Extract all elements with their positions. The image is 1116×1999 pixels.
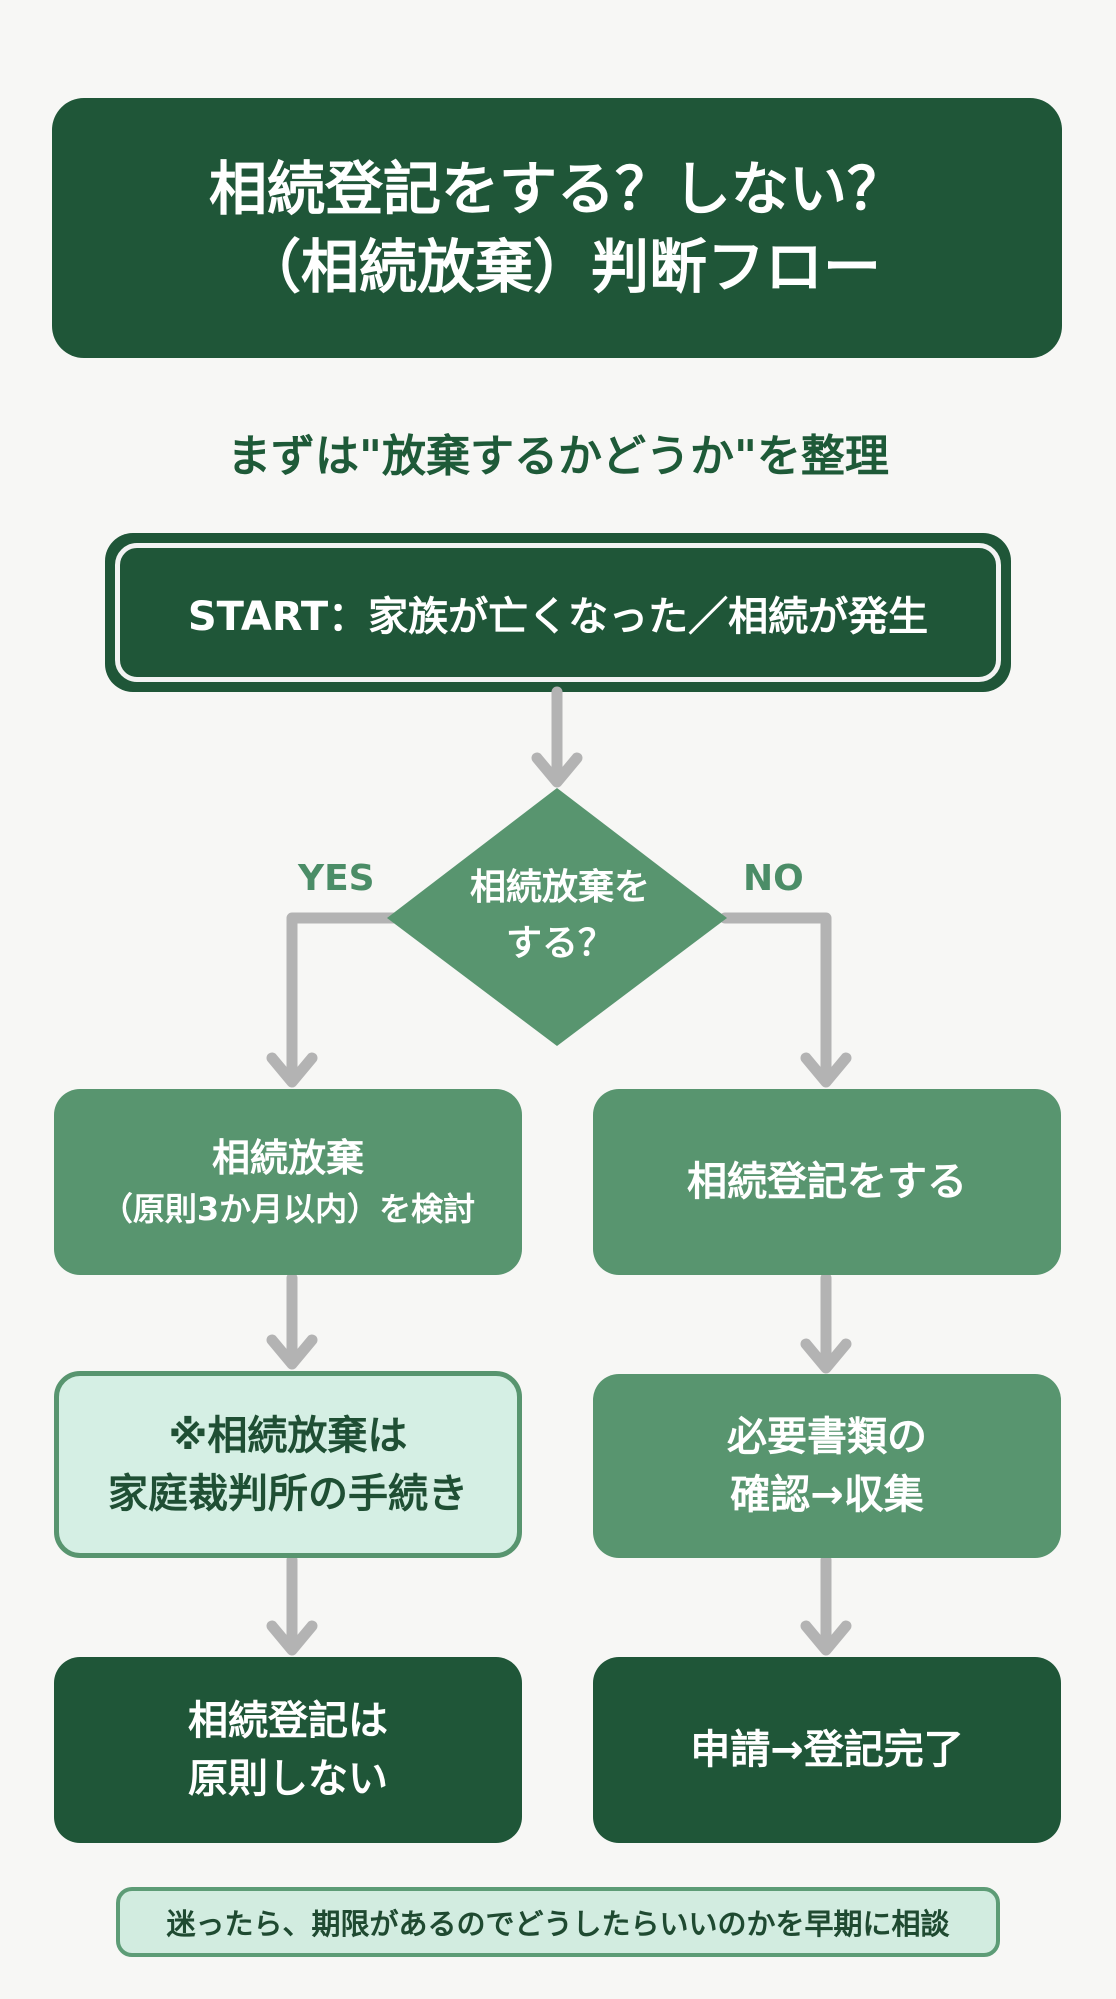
title-banner: 相続登記をする？しない？ （相続放棄）判断フロー	[52, 98, 1062, 358]
no-label: NO	[743, 858, 804, 899]
arrowhead-icon	[266, 1334, 318, 1370]
node-collect-documents: 必要書類の 確認→収集	[593, 1374, 1061, 1558]
arrowhead-icon	[266, 1052, 318, 1088]
arrowhead-icon	[266, 1620, 318, 1656]
arrowhead-icon	[800, 1620, 852, 1656]
start-node: START：家族が亡くなった／相続が発生	[105, 533, 1011, 692]
title-line-2: （相続放棄）判断フロー	[242, 233, 881, 301]
node-line-2: 確認→収集	[730, 1472, 924, 1518]
node-application-complete: 申請→登記完了	[593, 1657, 1061, 1843]
start-node-label: START：家族が亡くなった／相続が発生	[115, 543, 1001, 682]
node-line-1: 相続放棄	[211, 1136, 364, 1181]
arrowhead-icon	[531, 752, 583, 788]
connector-no-branch	[719, 912, 832, 1086]
title-line-1: 相続登記をする？しない？	[208, 154, 905, 223]
decision-diamond	[387, 788, 727, 1046]
arrowhead-icon	[800, 1052, 852, 1088]
node-line-2: 家庭裁判所の手続き	[108, 1470, 468, 1517]
subtitle: まずは"放棄するかどうか"を整理	[227, 431, 889, 482]
node-line-1: 相続登記をする	[687, 1159, 967, 1205]
node-line-2: 原則しない	[188, 1756, 388, 1802]
decision-line-1: 相続放棄を	[469, 867, 650, 908]
node-line-1: 申請→登記完了	[690, 1727, 964, 1773]
arrowhead-icon	[800, 1338, 852, 1374]
decision-text: 相続放棄を する？	[390, 860, 730, 972]
node-line-1: 相続登記は	[188, 1698, 388, 1744]
node-family-court-note: ※相続放棄は 家庭裁判所の手続き	[54, 1371, 522, 1558]
node-line-1: 必要書類の	[727, 1414, 927, 1460]
connector-yes-branch	[286, 912, 401, 1086]
node-consider-renunciation: 相続放棄 （原則3か月以内）を検討	[54, 1089, 522, 1275]
footer-note: 迷ったら、期限があるのでどうしたらいいのかを早期に相談	[116, 1887, 1000, 1957]
node-line-2: （原則3か月以内）を検討	[100, 1190, 476, 1229]
node-do-registration: 相続登記をする	[593, 1089, 1061, 1275]
yes-label: YES	[298, 858, 375, 899]
node-no-registration: 相続登記は 原則しない	[54, 1657, 522, 1843]
decision-line-2: する？	[505, 922, 614, 964]
node-line-1: ※相続放棄は	[168, 1412, 408, 1459]
